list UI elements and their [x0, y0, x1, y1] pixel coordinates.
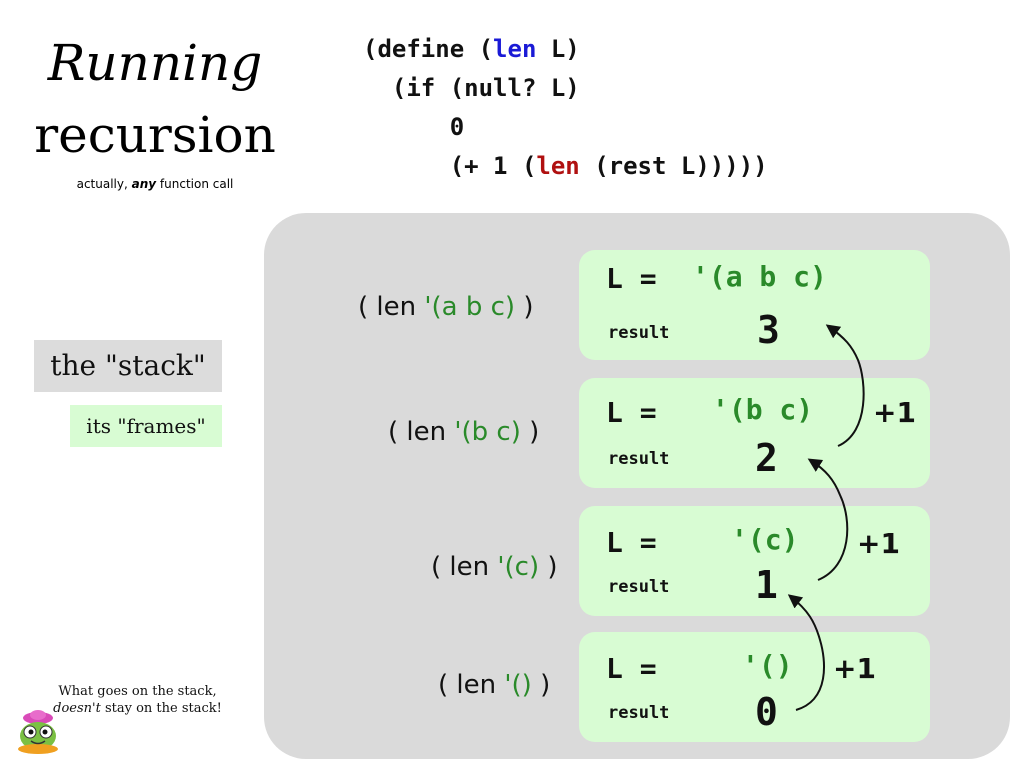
frame-result-label: result [608, 323, 670, 343]
call-1: ( len '(a b c) ) [358, 292, 534, 322]
frame-l-label: L = [606, 262, 657, 295]
stack-frame-1 [579, 250, 930, 360]
subtitle-emphasis: any [131, 177, 157, 191]
code-keyword-len-recursive: len [536, 152, 580, 180]
call-4: ( len '() ) [438, 670, 550, 700]
frame-result-value: 1 [755, 563, 778, 607]
code-token: (+ 1 ( [363, 152, 537, 180]
code-line-1: (define (len L) [363, 30, 768, 69]
call-arg: '(a b c) [424, 292, 516, 322]
footnote-line-1: What goes on the stack, [58, 684, 217, 699]
frame-l-value: '() [742, 649, 793, 682]
frame-result-label: result [608, 577, 670, 597]
call-arg: '(c) [497, 552, 540, 582]
call-close: ) [515, 292, 534, 322]
frame-result-label: result [608, 449, 670, 469]
call-close: ) [531, 670, 551, 700]
code-line-3: 0 [363, 113, 465, 141]
code-token: (define ( [363, 35, 494, 63]
arrow-2-to-3 [825, 324, 865, 447]
call-2: ( len '(b c) ) [388, 417, 539, 447]
call-arg: '() [504, 670, 532, 700]
frame-l-label: L = [606, 526, 657, 559]
footnote: What goes on the stack,doesn't stay on t… [40, 683, 235, 717]
frame-result-value: 2 [755, 436, 778, 480]
code-line-4: (+ 1 (len (rest L))))) [363, 147, 768, 186]
alien-mascot-icon [18, 710, 58, 754]
code-token: (rest L))))) [579, 152, 768, 180]
frame-l-label: L = [606, 396, 657, 429]
call-open: ( len [438, 670, 505, 700]
call-3: ( len '(c) ) [431, 552, 558, 582]
stack-frame-3 [579, 506, 930, 616]
title-line-2: recursion [34, 106, 276, 164]
increment-label: +1 [857, 527, 900, 560]
increment-label: +1 [833, 652, 876, 685]
frame-result-value: 0 [755, 690, 778, 734]
frames-label: its "frames" [70, 405, 222, 447]
stack-label: the "stack" [34, 340, 222, 392]
footnote-line-2: doesn't stay on the stack! [40, 700, 235, 717]
call-open: ( len [358, 292, 425, 322]
stack-frame-4 [579, 632, 930, 742]
arrow-0-to-1 [787, 594, 825, 711]
stack-frame-2 [579, 378, 930, 488]
increment-label: +1 [873, 396, 916, 429]
title-line-1: Running [47, 34, 263, 92]
frame-l-value: '(a b c) [692, 260, 827, 293]
frame-l-value: '(c) [731, 523, 799, 556]
code-token: L) [536, 35, 580, 63]
subtitle-prefix: actually, [76, 177, 132, 191]
frame-l-value: '(b c) [712, 393, 814, 426]
frame-result-value: 3 [757, 308, 780, 352]
footnote-emphasis: doesn't [53, 701, 101, 716]
frame-result-label: result [608, 703, 670, 723]
call-open: ( len [431, 552, 498, 582]
call-arg: '(b c) [454, 417, 521, 447]
code-line-2: (if (null? L) [363, 74, 580, 102]
call-close: ) [520, 417, 540, 447]
arrow-1-to-2 [807, 458, 849, 581]
call-open: ( len [388, 417, 455, 447]
footnote-line-2-rest: stay on the stack! [100, 701, 222, 716]
code-block: (define (len L) (if (null? L) 0 (+ 1 (le… [363, 30, 768, 186]
frame-l-label: L = [606, 652, 657, 685]
code-keyword-len: len [493, 35, 537, 63]
subtitle: actually, any function call [0, 177, 310, 191]
call-close: ) [539, 552, 558, 582]
subtitle-suffix: function call [156, 177, 234, 191]
